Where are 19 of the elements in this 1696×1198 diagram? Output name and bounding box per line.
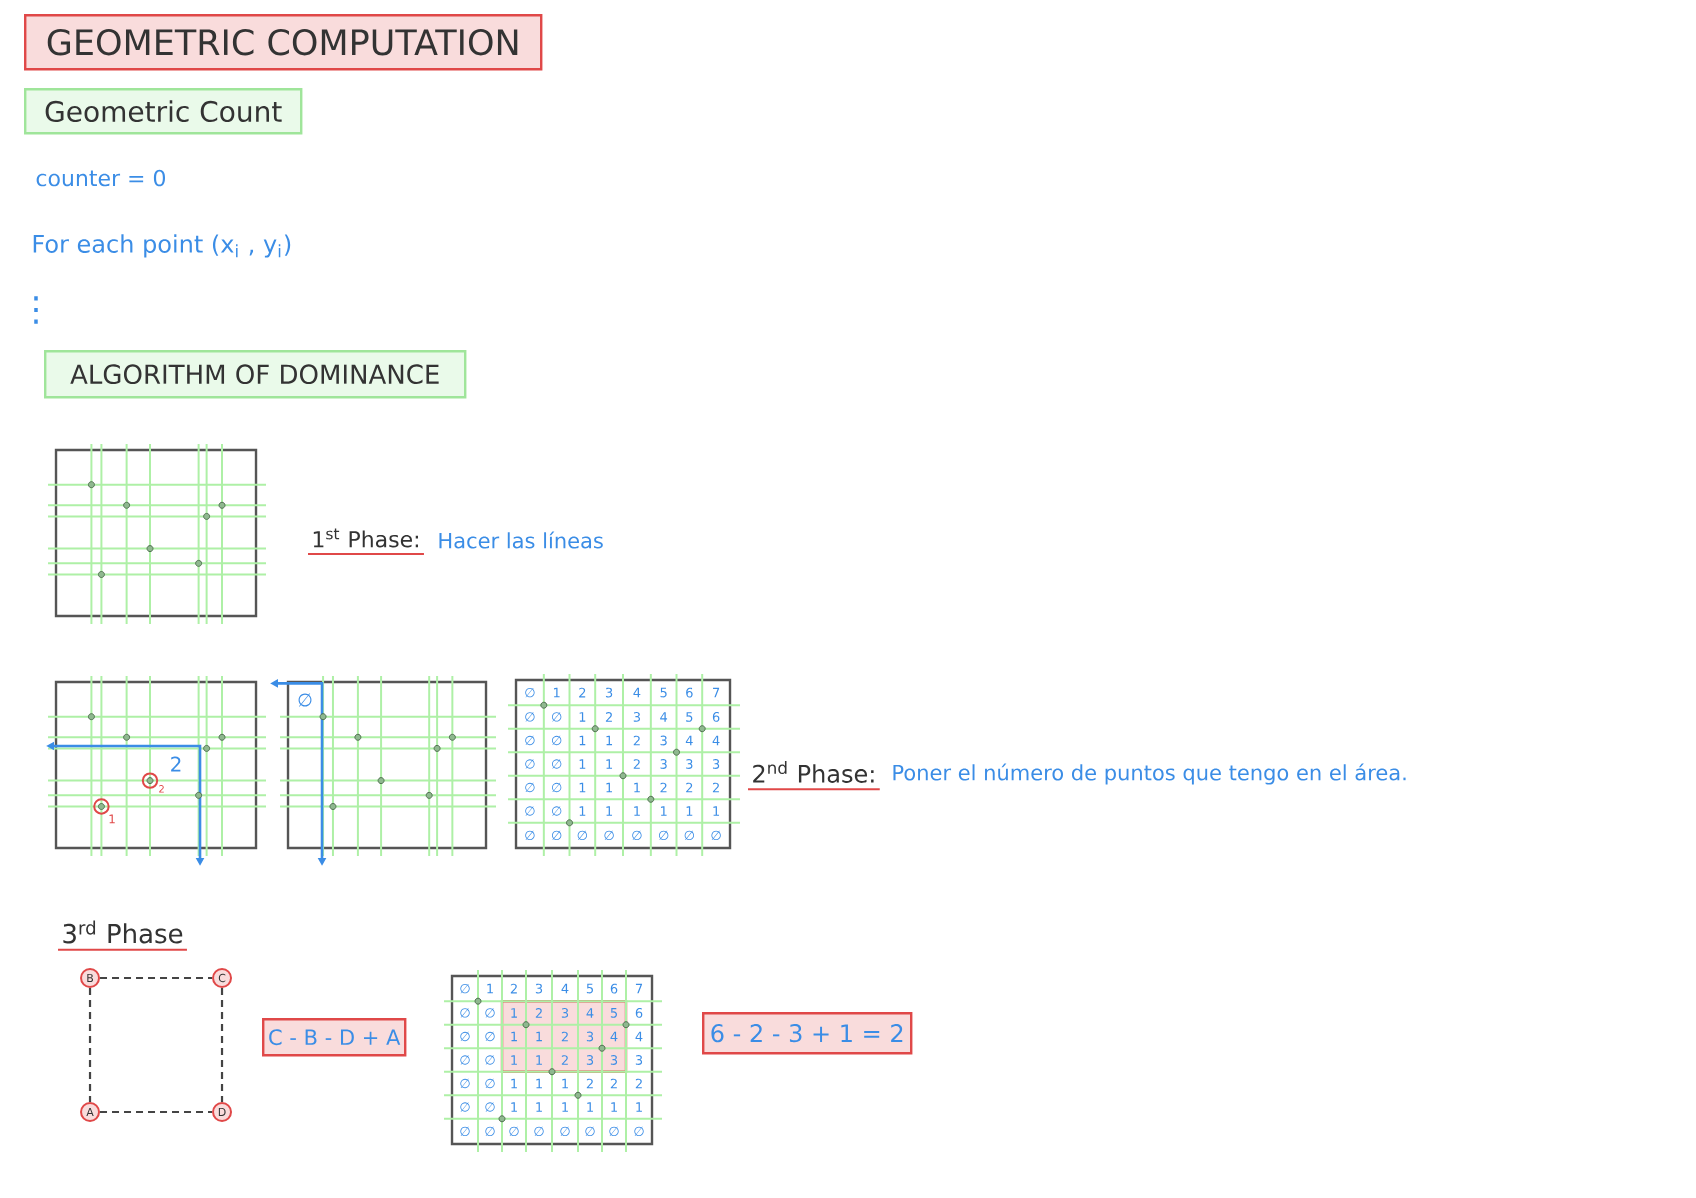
phase-description: Hacer las líneas xyxy=(439,531,603,549)
title-banner: GEOMETRIC COMPUTATION xyxy=(24,14,543,71)
count-number: ∅ xyxy=(298,693,312,707)
connector-line xyxy=(100,976,212,980)
ellipsis: ⋮ xyxy=(34,296,38,324)
heading-box: ALGORITHM OF DOMINANCE xyxy=(44,350,467,399)
connector-line xyxy=(88,988,92,1102)
code-line: counter = 0 xyxy=(36,169,165,187)
connector-line xyxy=(220,988,224,1102)
expression-box: C - B - D + A xyxy=(262,1018,407,1057)
phase-heading: 3$^{rd}$ Phase xyxy=(57,920,188,951)
heading-box: Geometric Count xyxy=(24,88,303,135)
phase-description: Poner el número de puntos que tengo en el área. xyxy=(893,763,1406,785)
expression-box: 6 - 2 - 3 + 1 = 2 xyxy=(702,1012,913,1055)
connector-line xyxy=(100,1110,212,1114)
phase-heading: 2$^{nd}$ Phase: xyxy=(747,761,881,791)
code-line: For each point (x$_{i}$ , y$_{i}$) xyxy=(33,234,291,258)
count-number: 2 xyxy=(171,756,181,772)
phase-heading: 1$^{st}$ Phase: xyxy=(307,528,425,555)
